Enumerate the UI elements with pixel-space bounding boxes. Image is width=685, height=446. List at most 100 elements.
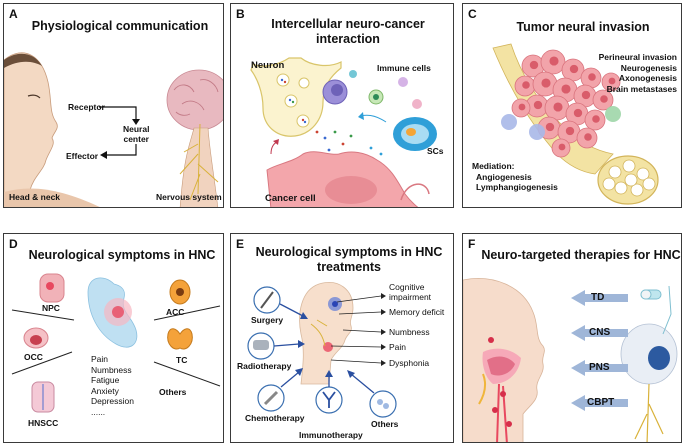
cognitive-impairment-label: Cognitive impairment	[389, 282, 432, 302]
memory-deficit-label: Memory deficit	[389, 307, 445, 317]
panel-c-illustration	[492, 43, 659, 205]
stromal-cell	[605, 106, 621, 122]
mediation-item: Angiogenesis	[476, 171, 532, 182]
therapy-label-td: TD	[591, 292, 605, 303]
tumor-cell-nucleus	[553, 102, 563, 112]
nerve-fascicle	[602, 177, 616, 191]
panel-b-title: Intercellular neuro-cancer interaction	[271, 17, 425, 46]
nerve-fascicle	[630, 183, 644, 197]
nerve-fascicle	[608, 165, 622, 179]
nerve-fascicle	[624, 173, 638, 187]
panel-b-illustration	[250, 57, 437, 207]
tumor-cell-cluster	[501, 49, 621, 158]
panel-e-title: Neurological symptoms in HNC treatments	[255, 245, 443, 274]
mediation-title: Mediation:	[472, 161, 515, 171]
panel-a: A Physiological communication Receptor N…	[3, 3, 224, 208]
panel-a-illustration	[4, 52, 223, 207]
tumor-cell-nucleus	[592, 115, 600, 123]
symptom-list: Pain Numbness Fatigue Anxiety Depression…	[91, 354, 134, 417]
others-treatment-label: Others	[371, 419, 399, 429]
symptom-item: Numbness	[91, 364, 132, 375]
therapy-arrows	[571, 290, 628, 411]
nerve-fascicle	[622, 159, 636, 173]
tc-label: TC	[176, 355, 188, 365]
invasion-item: Brain metastases	[606, 83, 677, 94]
others-label: Others	[159, 387, 187, 397]
stromal-cell	[501, 114, 517, 130]
cancer-cell-label: Cancer cell	[265, 193, 316, 204]
scs-label: SCs	[427, 146, 444, 156]
symptom-item: ......	[91, 406, 106, 417]
therapy-label-cns: CNS	[589, 327, 611, 338]
panel-c: C Tumor neural invasion Perineural invas…	[462, 3, 682, 208]
tumor-cell-nucleus	[588, 73, 596, 81]
panel-e-illustration	[247, 282, 397, 418]
invasion-item: Neurogenesis	[620, 62, 677, 73]
tumor-cell-nucleus	[533, 100, 543, 110]
panel-f-illustration	[463, 278, 678, 442]
tumor-cell-nucleus	[600, 95, 608, 103]
panel-b: B Intercellular neuro-cancer interaction…	[230, 3, 454, 208]
panel-d-title: Neurological symptoms in HNC	[28, 248, 216, 262]
panel-a-title: Physiological communication	[31, 19, 209, 33]
symptom-item: Depression	[91, 396, 134, 406]
therapy-label-pns: PNS	[589, 362, 610, 373]
radiotherapy-label: Radiotherapy	[237, 361, 292, 371]
immune-cells-label: Immune cells	[377, 63, 431, 73]
tumor-cell-nucleus	[581, 90, 591, 100]
surgery-label: Surgery	[251, 315, 284, 325]
tumor-cell-nucleus	[518, 103, 526, 111]
npc-label: NPC	[42, 303, 60, 313]
invasion-list: Perineural invasion Neurogenesis Axonoge…	[593, 52, 677, 94]
panel-f-title: Neuro-targeted therapies for HNC	[481, 248, 681, 262]
tumor-cell-nucleus	[549, 56, 559, 66]
panel-f-letter: F	[468, 237, 476, 251]
tumor-cell-nucleus	[561, 84, 571, 94]
tumor-cell-nucleus	[541, 78, 551, 88]
occ-label: OCC	[24, 352, 43, 362]
panel-d-letter: D	[9, 237, 18, 251]
nervous-system-label: Nervous system	[156, 192, 222, 202]
neural-center-label: Neural center	[123, 124, 150, 144]
mediation-list: Mediation: Angiogenesis Lymphangiogenesi…	[472, 161, 558, 193]
panel-f: F Neuro-targeted therapies for HNC TD CN…	[462, 233, 682, 443]
tumor-cell-nucleus	[565, 126, 575, 136]
nerve-fascicles	[602, 159, 656, 197]
panel-b-letter: B	[236, 7, 245, 21]
tumor-cell-nucleus	[573, 108, 583, 118]
panel-c-title: Tumor neural invasion	[516, 20, 650, 34]
invasion-item: Perineural invasion	[598, 52, 677, 62]
tumor-cell-nucleus	[558, 143, 566, 151]
acc-label: ACC	[166, 307, 185, 317]
immunotherapy-label: Immunotherapy	[299, 430, 363, 440]
neuron-label: Neuron	[251, 60, 285, 71]
tumor-cell-nucleus	[529, 60, 539, 70]
dysphonia-label: Dysphonia	[389, 358, 430, 368]
symptom-item: Anxiety	[91, 385, 119, 396]
panel-e: E Neurological symptoms in HNC treatment…	[230, 233, 454, 443]
nerve-fascicle	[642, 177, 656, 191]
mediation-item: Lymphangiogenesis	[476, 182, 558, 192]
panel-d-illustration	[11, 273, 221, 413]
panel-d: D Neurological symptoms in HNC NPC OCC H…	[3, 233, 224, 443]
nerve-fascicle	[614, 181, 628, 195]
receptor-label: Receptor	[68, 102, 105, 112]
stromal-cell	[529, 124, 545, 140]
tumor-cell-nucleus	[545, 122, 555, 132]
hnscc-label: HNSCC	[28, 418, 59, 428]
panel-c-letter: C	[468, 7, 477, 21]
tumor-cell-nucleus	[608, 77, 616, 85]
head-neck-label: Head & neck	[9, 192, 61, 202]
tumor-cell-nucleus	[584, 133, 592, 141]
symptom-item: Fatigue	[91, 375, 120, 385]
tumor-cell-nucleus	[569, 64, 579, 74]
effector-label: Effector	[66, 151, 99, 161]
numbness-label: Numbness	[389, 327, 430, 337]
invasion-item: Axonogenesis	[618, 73, 677, 83]
tumor-cell-nucleus	[522, 81, 530, 89]
panel-a-letter: A	[9, 7, 18, 21]
nerve-fascicle	[636, 167, 650, 181]
panel-e-letter: E	[236, 237, 245, 251]
chemotherapy-label: Chemotherapy	[245, 413, 305, 423]
